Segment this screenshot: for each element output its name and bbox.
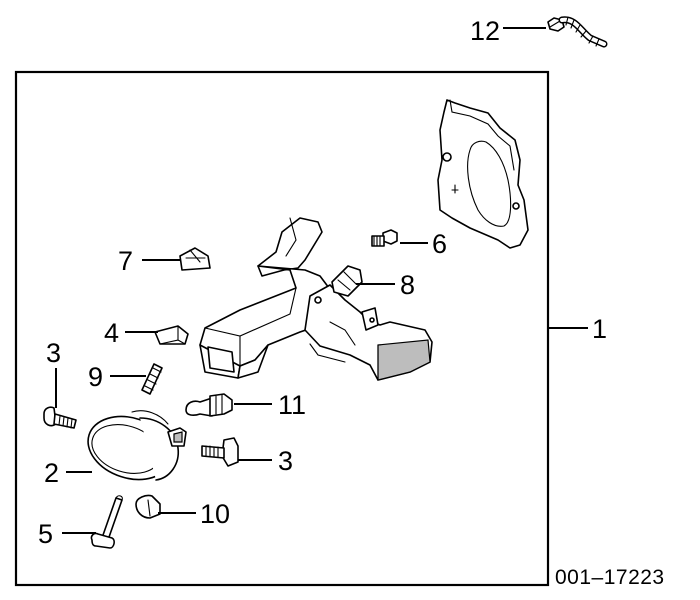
cap-part-10 xyxy=(135,494,161,519)
callout-6: 6 xyxy=(432,229,447,259)
clip-part-8 xyxy=(331,265,363,297)
callout-12: 12 xyxy=(470,16,500,46)
figure-number: 001–17223 xyxy=(555,566,665,589)
screw-part-3-left xyxy=(43,406,77,429)
block-part-4 xyxy=(154,325,189,345)
callout-8: 8 xyxy=(400,270,415,300)
bulb-socket-part-11 xyxy=(185,393,233,417)
fog-lamp-bracket-part xyxy=(199,217,433,381)
bolt-part-5 xyxy=(90,495,123,549)
wiring-pigtail-part xyxy=(547,16,608,48)
screw-part-6 xyxy=(371,229,398,247)
callout-11: 11 xyxy=(278,390,306,420)
fog-lamp-part-2 xyxy=(87,410,187,481)
callout-2: 2 xyxy=(44,458,59,488)
callout-3-right: 3 xyxy=(278,446,293,476)
screw-part-3-right xyxy=(201,437,239,467)
mounting-bracket-part xyxy=(437,99,529,249)
callout-3-left: 3 xyxy=(46,338,61,368)
pad-part-7 xyxy=(179,247,211,271)
leader-lines xyxy=(55,27,588,534)
callout-1: 1 xyxy=(592,314,607,344)
callout-7: 7 xyxy=(118,246,133,276)
callout-4: 4 xyxy=(104,318,119,348)
callout-10: 10 xyxy=(200,499,230,529)
callout-5: 5 xyxy=(38,519,53,549)
callout-9: 9 xyxy=(88,362,103,392)
stud-part-9 xyxy=(141,363,163,395)
